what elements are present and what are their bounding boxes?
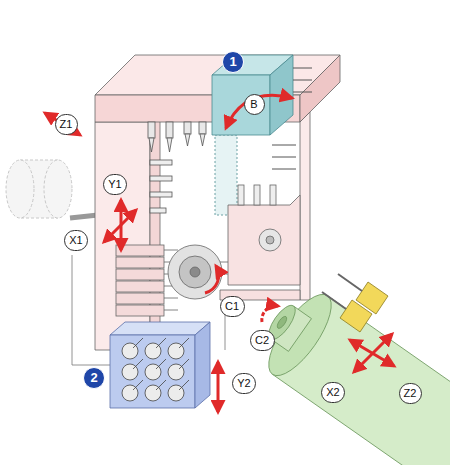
cross-tool-block-part	[266, 236, 274, 244]
tool-holders-part	[179, 338, 189, 348]
tool-holders-part	[133, 359, 143, 369]
axis-label: Y1	[103, 174, 127, 195]
cross-tool-block-part	[228, 195, 300, 285]
gang-tool-block-part	[300, 55, 340, 122]
b-axis-tools-part	[293, 92, 312, 93]
drill-tools-part	[167, 138, 172, 152]
drill-tools-part	[148, 122, 155, 138]
axis-label: X2	[321, 382, 345, 403]
back-tools	[322, 274, 388, 332]
tool-holders-part	[133, 380, 143, 390]
axis-label: B	[244, 94, 265, 115]
back-tool-block	[110, 322, 210, 408]
turning-tools	[150, 160, 172, 213]
axis-label: C2	[250, 330, 275, 351]
axis-label: X1	[64, 230, 88, 251]
tool-plates-part	[116, 293, 164, 304]
back-spindle	[248, 278, 450, 465]
cross-tool-block-part	[270, 185, 276, 205]
axis-label: Z2	[399, 383, 422, 404]
turning-tools-part	[150, 192, 172, 197]
guide-bush-part	[190, 267, 200, 277]
tool-holders-part	[179, 380, 189, 390]
callout-number: 2	[83, 367, 105, 389]
tool-plates-part	[164, 298, 178, 299]
tool-holders-part	[156, 338, 166, 348]
motion-arrows-part	[205, 266, 219, 293]
tool-plates-part	[164, 310, 178, 311]
drill-tools-part	[185, 134, 190, 146]
cross-tool-block-part	[259, 229, 281, 251]
main-spindle-part	[44, 160, 72, 218]
axis-label: Z1	[55, 114, 78, 135]
axis-label: C1	[220, 296, 245, 317]
guide-bush-part	[179, 256, 211, 288]
guide-lines-part	[72, 255, 73, 365]
tool-holders-part	[133, 338, 143, 348]
axis-label: Y2	[232, 373, 256, 394]
tool-frame-part	[300, 112, 310, 300]
main-spindle	[6, 160, 72, 218]
b-axis-tools-part	[293, 80, 312, 81]
tool-holders-part	[179, 359, 189, 369]
tool-plates-part	[116, 245, 164, 256]
back-tool-block-part	[110, 322, 210, 335]
bar-stock	[70, 215, 98, 218]
back-tools-part	[338, 274, 362, 291]
tool-holders-part	[156, 380, 166, 390]
b-axis-tools-part	[272, 169, 296, 170]
back-tool-block-part	[110, 335, 195, 408]
back-tool-block-part	[195, 322, 210, 408]
tool-plates-part	[116, 269, 164, 280]
b-axis-unit	[212, 55, 293, 215]
motion-arrows-part	[262, 306, 278, 322]
drill-tools-part	[184, 122, 191, 134]
turning-tools-part	[150, 208, 166, 213]
motion-arrows-part	[354, 334, 392, 372]
cross-tool-block-part	[238, 185, 244, 205]
back-tools-part	[322, 292, 346, 309]
callout-number: 1	[222, 51, 244, 73]
tool-frame	[95, 112, 310, 350]
tool-plates-part	[116, 281, 164, 292]
motion-arrows-part	[217, 362, 220, 412]
motion-arrows-part	[45, 113, 80, 135]
guide-bush-part	[168, 245, 222, 299]
drill-tools-part	[149, 138, 154, 152]
b-axis-tools-part	[272, 145, 296, 146]
main-spindle-part	[6, 160, 34, 218]
drill-tools	[148, 122, 206, 152]
motion-arrows	[45, 95, 394, 412]
cross-tool-block-part	[254, 185, 260, 205]
tool-holders-part	[156, 359, 166, 369]
guide-bush	[168, 245, 222, 299]
tool-holders	[122, 338, 189, 401]
cross-tool-block	[212, 185, 300, 285]
drill-tools-part	[200, 134, 205, 146]
b-axis-unit-part	[215, 135, 237, 215]
b-axis-tools-part	[272, 157, 296, 158]
tool-plates-part	[116, 257, 164, 268]
back-tools-part	[356, 282, 388, 314]
drill-tools-part	[199, 122, 206, 134]
tool-plates	[116, 245, 178, 316]
back-spindle-part	[276, 315, 289, 330]
turning-tools-part	[150, 176, 172, 181]
motion-arrows-part	[120, 200, 123, 250]
guide-lines-part	[72, 365, 110, 366]
turning-tools-part	[150, 160, 172, 165]
tool-plates-part	[116, 305, 164, 316]
tool-plates-part	[164, 250, 178, 251]
drill-tools-part	[166, 122, 173, 138]
b-axis-tools	[272, 68, 312, 169]
b-axis-tools-part	[293, 68, 312, 69]
